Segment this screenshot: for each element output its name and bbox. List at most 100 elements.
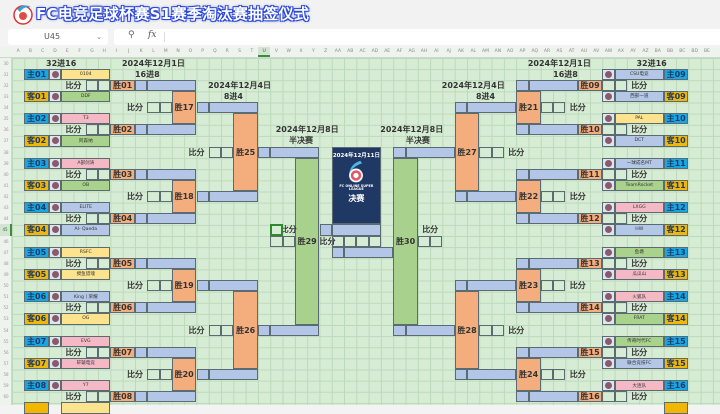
column-header-z[interactable]: Z: [324, 49, 328, 54]
column-header-l[interactable]: L: [152, 49, 155, 54]
row-header-50[interactable]: 50: [3, 283, 9, 288]
column-header-ba[interactable]: BA: [654, 49, 661, 54]
column-header-m[interactable]: M: [163, 49, 168, 54]
score-input[interactable]: [553, 369, 566, 381]
score-input[interactable]: [614, 124, 627, 136]
score-input[interactable]: [147, 369, 160, 381]
column-header-q[interactable]: Q: [213, 49, 217, 54]
team-name[interactable]: 摸鱼猎魂: [61, 268, 111, 280]
column-header-t[interactable]: T: [250, 49, 254, 54]
column-header-e[interactable]: E: [65, 49, 69, 54]
column-header-c[interactable]: C: [41, 49, 45, 54]
row-header-54[interactable]: 54: [3, 327, 9, 333]
team-name[interactable]: 火狐队: [614, 291, 664, 303]
column-header-bb[interactable]: BB: [666, 49, 674, 54]
column-header-aj[interactable]: AJ: [446, 49, 451, 54]
column-header-ab[interactable]: AB: [347, 49, 354, 54]
row-header-39[interactable]: 39: [3, 160, 9, 166]
score-input[interactable]: [602, 346, 615, 358]
score-input[interactable]: [553, 191, 566, 203]
score-input[interactable]: [540, 191, 554, 203]
chevron-down-icon[interactable]: ⌄: [96, 33, 102, 41]
column-header-o[interactable]: O: [188, 49, 193, 54]
team-name[interactable]: 阿森纳: [61, 135, 111, 147]
team-name[interactable]: 一球成名MT: [614, 157, 664, 169]
score-input[interactable]: [614, 213, 627, 225]
team-name[interactable]: HW: [614, 224, 664, 236]
row-header-43[interactable]: 43: [3, 205, 9, 211]
score-input[interactable]: [159, 369, 172, 381]
score-input[interactable]: [85, 124, 99, 136]
score-input[interactable]: [147, 280, 160, 292]
team-name[interactable]: T3: [61, 113, 111, 125]
column-header-ay[interactable]: AY: [630, 49, 636, 54]
column-header-n[interactable]: N: [176, 49, 180, 54]
team-name[interactable]: ELITE: [61, 202, 111, 214]
score-input[interactable]: [356, 235, 369, 247]
name-box[interactable]: U45 ⌄: [8, 29, 108, 45]
row-header-45[interactable]: 45: [0, 224, 12, 236]
column-header-al[interactable]: AL: [470, 49, 477, 54]
row-header-33[interactable]: 33: [3, 93, 9, 99]
row-header-40[interactable]: 40: [3, 171, 9, 177]
column-header-an[interactable]: AN: [494, 49, 502, 54]
score-input[interactable]: [270, 235, 283, 247]
column-header-y[interactable]: Y: [311, 49, 315, 54]
column-header-bd[interactable]: BD: [691, 49, 698, 54]
row-header-34[interactable]: 34: [3, 105, 9, 110]
column-header-i[interactable]: I: [115, 49, 118, 54]
score-input[interactable]: [602, 79, 615, 91]
row-header-41[interactable]: 41: [3, 182, 9, 188]
column-header-be[interactable]: BE: [703, 49, 710, 54]
score-input[interactable]: [602, 391, 615, 403]
column-header-ac[interactable]: AC: [359, 49, 366, 54]
score-input[interactable]: [159, 102, 172, 114]
column-header-ah[interactable]: AH: [420, 49, 428, 54]
row-header-44[interactable]: 44: [3, 216, 9, 222]
row-header-38[interactable]: 38: [3, 149, 9, 155]
score-input[interactable]: [221, 146, 234, 158]
column-header-h[interactable]: H: [102, 49, 106, 54]
row-header-37[interactable]: 37: [3, 138, 9, 144]
score-input[interactable]: [602, 168, 615, 180]
team-name[interactable]: Y7: [61, 380, 111, 392]
row-header-55[interactable]: 55: [3, 338, 9, 344]
team-name[interactable]: 传奇时代FC: [614, 335, 664, 347]
team-name[interactable]: King丨荣耀: [61, 291, 111, 303]
score-input[interactable]: [614, 391, 627, 403]
team-name[interactable]: TeamRocket: [614, 179, 664, 191]
score-input[interactable]: [602, 124, 615, 136]
score-input[interactable]: [540, 369, 554, 381]
row-header-49[interactable]: 49: [3, 271, 9, 277]
row-header-57[interactable]: 57: [3, 360, 9, 366]
column-header-w[interactable]: W: [286, 49, 291, 54]
column-header-s[interactable]: S: [238, 49, 241, 54]
column-header-j[interactable]: J: [128, 49, 130, 54]
team-name[interactable]: LXGG: [614, 202, 664, 214]
row-header-35[interactable]: 35: [3, 116, 9, 122]
team-name[interactable]: 鱼塘: [614, 246, 664, 258]
column-header-a[interactable]: A: [16, 49, 20, 54]
score-input[interactable]: [417, 235, 431, 247]
column-header-p[interactable]: P: [201, 49, 204, 54]
column-header-av[interactable]: AV: [593, 49, 600, 54]
score-input[interactable]: [85, 346, 99, 358]
team-name[interactable]: PAL: [614, 113, 664, 125]
column-header-g[interactable]: G: [90, 49, 94, 54]
column-header-b[interactable]: B: [28, 49, 32, 54]
score-input[interactable]: [221, 324, 234, 336]
column-header-v[interactable]: V: [274, 49, 278, 54]
column-header-ar[interactable]: AR: [543, 49, 551, 54]
score-input[interactable]: [344, 235, 357, 247]
score-input[interactable]: [540, 280, 554, 292]
row-header-47[interactable]: 47: [3, 249, 9, 255]
team-name[interactable]: 0104: [61, 68, 111, 80]
row-header-53[interactable]: 53: [3, 316, 9, 322]
score-input[interactable]: [491, 146, 504, 158]
column-header-ag[interactable]: AG: [408, 49, 415, 54]
score-input[interactable]: [98, 79, 111, 91]
team-name[interactable]: FRAT: [614, 313, 664, 325]
column-header-bc[interactable]: BC: [679, 49, 686, 54]
row-header-58[interactable]: 58: [3, 372, 9, 377]
team-name[interactable]: [61, 402, 111, 414]
